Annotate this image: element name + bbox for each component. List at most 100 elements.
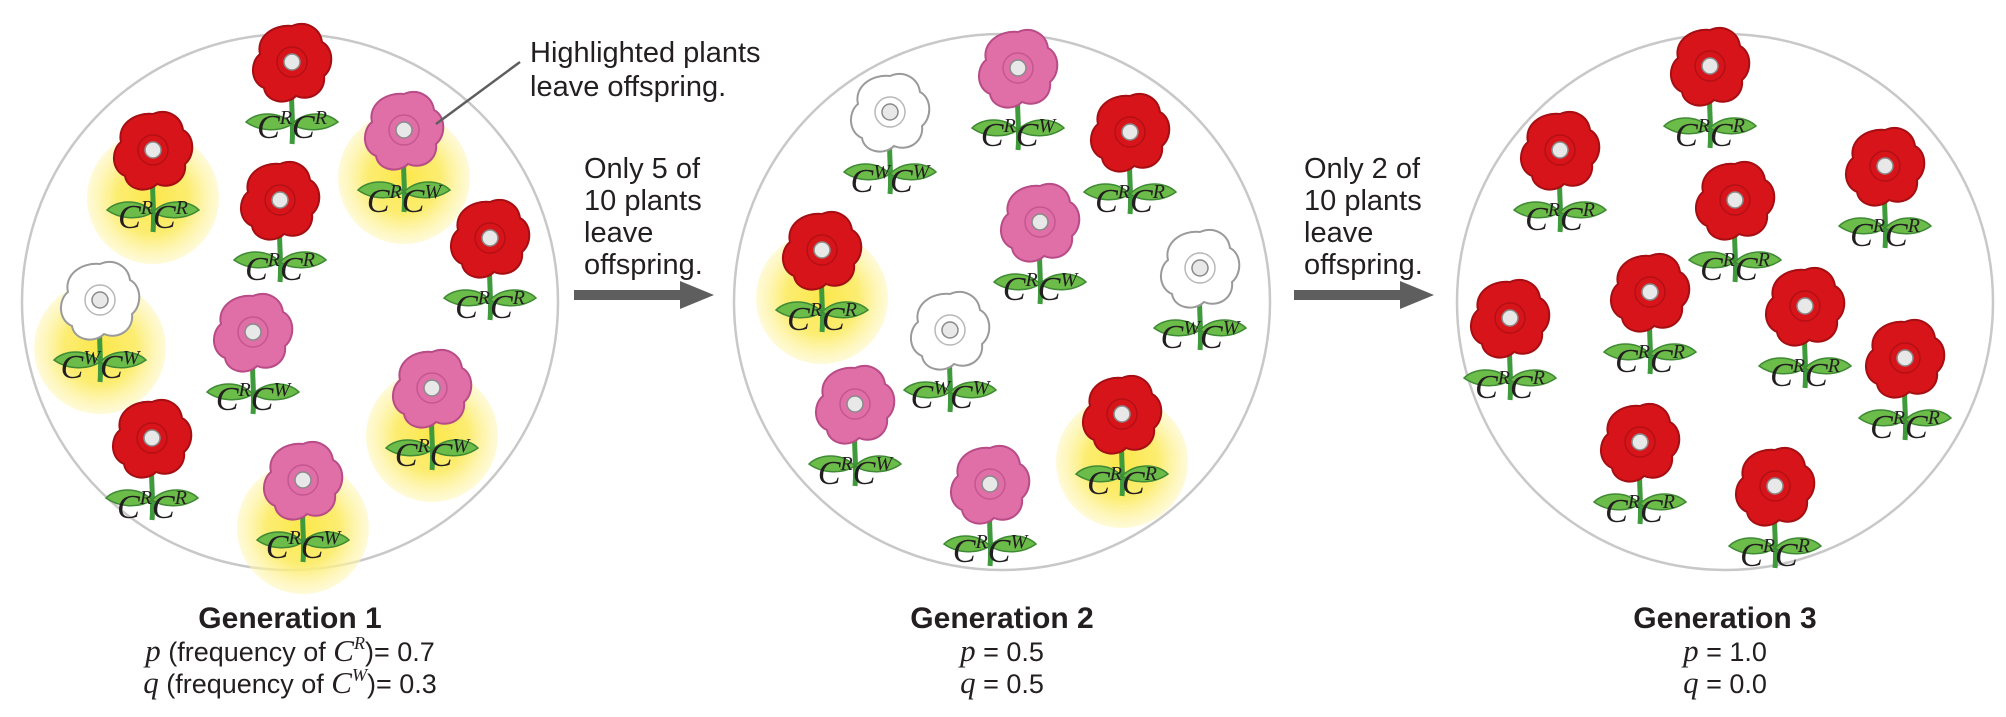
plant-pink-flower: CRCW <box>994 182 1086 308</box>
gen1-p-text: (frequency of <box>161 637 334 667</box>
flower-center <box>1876 157 1894 175</box>
plant-red-flower: CRCR <box>1859 318 1951 446</box>
flower-inner-ring <box>1694 50 1726 82</box>
flower-inner-ring <box>276 46 308 78</box>
flower-inner-ring <box>416 372 448 404</box>
plant-red-flower: CRCR <box>1604 252 1696 380</box>
plant-white-flower: CWCW <box>1154 228 1246 356</box>
genotype-label: CRCR <box>1087 463 1157 502</box>
flower-center <box>1191 259 1209 277</box>
flower-inner-ring <box>1002 52 1034 84</box>
gen2-p-text: = 0.5 <box>976 637 1044 667</box>
plant-pink-flower: CRCW <box>809 364 901 492</box>
arrow-2-text-line-3: leave <box>1304 217 1373 249</box>
generation-2-q-line: q = 0.5 <box>960 665 1044 700</box>
genotype-label: CRCW <box>818 453 895 492</box>
plant-pink-flower: CRCW <box>207 292 299 418</box>
generation-2-title: Generation 2 <box>910 602 1093 635</box>
generation-1-caption: Generation 1 p (frequency of CR)= 0.7 q … <box>143 602 437 700</box>
flower-inner-ring <box>1889 342 1921 374</box>
generation-3-q-line: q = 0.0 <box>1683 665 1767 700</box>
arrow-1-text-line-4: offspring. <box>584 249 703 281</box>
flower-center <box>294 471 312 489</box>
generation-1-q-line: q (frequency of CW)= 0.3 <box>143 665 437 700</box>
flower-inner-ring <box>1869 150 1901 182</box>
highlight-callout: Highlighted plants leave offspring. <box>435 37 761 126</box>
flower-inner-ring <box>1106 398 1138 430</box>
plant-red-flower: CRCR <box>1084 92 1176 220</box>
flower-center <box>1701 57 1719 75</box>
flower-inner-ring <box>874 96 906 128</box>
genotype-label: CRCR <box>1770 355 1840 394</box>
generation-3-title: Generation 3 <box>1633 602 1816 635</box>
genotype-label: CRCR <box>257 107 327 146</box>
genotype-label: CRCR <box>787 299 857 338</box>
genotype-label: CRCW <box>981 115 1058 154</box>
genotype-label: CRCR <box>1525 199 1595 238</box>
arrow-1-text-line-1: Only 5 of <box>584 153 701 185</box>
flower-center <box>1726 191 1744 209</box>
plant-red-flower: CRCR <box>1464 278 1556 406</box>
flower-center <box>283 53 301 71</box>
genotype-label: CRCW <box>266 527 343 566</box>
genotype-label: CRCW <box>1003 269 1080 308</box>
plant-red-flower: CRCR <box>1759 266 1851 394</box>
arrow-gen1-to-gen2: Only 5 of 10 plants leave offspring. <box>574 153 714 309</box>
genotype-label: CRCR <box>1870 407 1940 446</box>
plant-pink-flower: CRCW <box>944 444 1036 570</box>
flower-center <box>981 475 999 493</box>
flower-center <box>1896 349 1914 367</box>
arrow-1-text-line-3: leave <box>584 217 653 249</box>
callout-line-2: leave offspring. <box>530 71 726 103</box>
genotype-label: CWCW <box>1161 317 1242 356</box>
plant-red-flower: CRCR <box>1689 160 1781 288</box>
gen3-q-var: q <box>1683 665 1699 700</box>
genotype-label: CWCW <box>911 377 992 416</box>
flower-inner-ring <box>1184 252 1216 284</box>
gen1-q-allele: C <box>331 665 352 700</box>
genotype-label: CRCW <box>953 531 1030 570</box>
generation-1-title: Generation 1 <box>198 602 381 635</box>
arrow-2-text-line-1: Only 2 of <box>1304 153 1421 185</box>
flower-inner-ring <box>1789 290 1821 322</box>
flower-inner-ring <box>934 314 966 346</box>
arrow-2-shaft <box>1294 290 1402 300</box>
plant-red-flower: CRCR <box>87 110 219 264</box>
flower-center <box>423 379 441 397</box>
plant-white-flower: CWCW <box>34 260 166 414</box>
flower-inner-ring <box>806 234 838 266</box>
gen1-p-var: p <box>143 633 161 668</box>
plant-pink-flower: CRCW <box>972 28 1064 154</box>
arrow-1-shaft <box>574 290 682 300</box>
plant-pink-flower: CRCW <box>338 90 470 244</box>
genotype-label: CRCR <box>118 197 188 236</box>
flower-inner-ring <box>1544 134 1576 166</box>
callout-line-1: Highlighted plants <box>530 37 761 69</box>
flower-center <box>91 291 109 309</box>
genotype-label: CRCR <box>1740 535 1810 574</box>
flower-inner-ring <box>136 422 168 454</box>
arrow-2-text-line-2: 10 plants <box>1304 185 1422 217</box>
arrow-2-head <box>1400 281 1434 309</box>
plant-pink-flower: CRCW <box>237 440 369 594</box>
flower-inner-ring <box>137 134 169 166</box>
flower-center <box>1113 405 1131 423</box>
gen1-q-var: q <box>143 665 159 700</box>
flower-center <box>1121 123 1139 141</box>
flower-center <box>881 103 899 121</box>
generation-2-p-line: p = 0.5 <box>958 633 1044 668</box>
genotype-label: CRCR <box>455 287 525 326</box>
flower-inner-ring <box>474 222 506 254</box>
arrow-2-text-line-4: offspring. <box>1304 249 1423 281</box>
callout-leader-line <box>435 60 521 126</box>
plant-red-flower: CRCR <box>1594 402 1686 530</box>
genotype-label: CRCR <box>1675 115 1745 154</box>
plant-red-flower: CRCR <box>1839 126 1931 254</box>
genotype-label: CWCW <box>61 347 142 386</box>
gen1-p-allele: C <box>333 633 354 668</box>
flower-inner-ring <box>1494 302 1526 334</box>
flower-inner-ring <box>287 464 319 496</box>
